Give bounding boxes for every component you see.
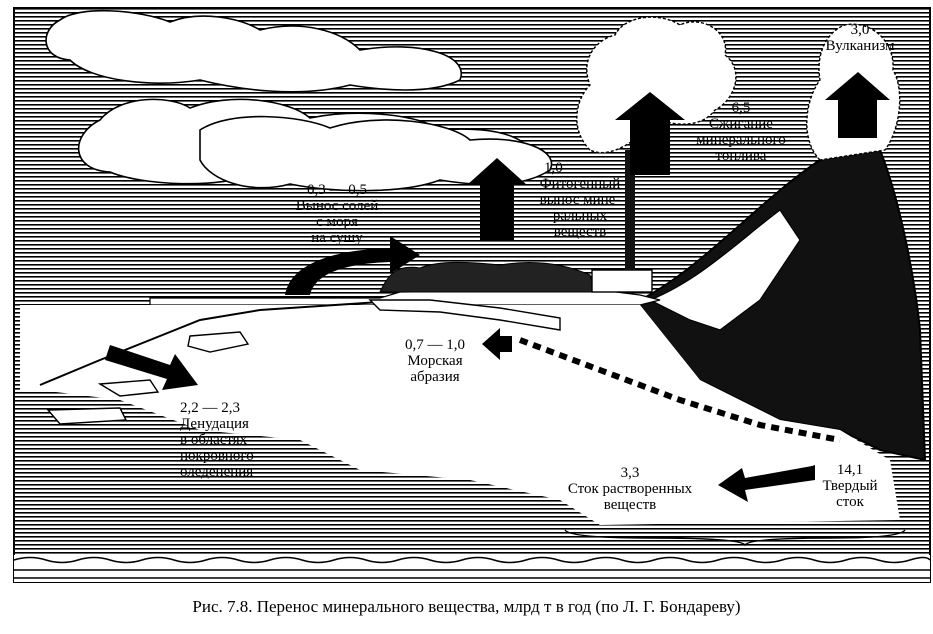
label-solid-value: 14,1 [836,462,864,478]
wave-1 [13,556,931,564]
label-volcanism-value: 3,0 [850,22,870,38]
abrasion-coast [518,337,841,443]
label-dissolved-text: Сток растворенных веществ [567,481,693,513]
label-phytogenic-text: Фитогенный вынос мине- ральных веществ [539,176,621,240]
label-solid: 14,1 Твердый сток [810,462,890,510]
chimney [625,150,635,270]
label-salts: 0,3 — 0,5 Вынос солей с моря на сушу [282,182,392,246]
label-fuel-text: Сжигание минерального топлива [696,116,786,164]
label-dissolved-value: 3,3 [620,465,640,481]
label-solid-text: Твердый сток [822,478,878,510]
label-salts-value: 0,3 — 0,5 [307,182,367,198]
arrow-volcanism [825,72,890,138]
label-denudation-text: Денудация в областях покровного оледенен… [180,416,254,480]
label-salts-text: Вынос солей с моря на сушу [295,198,379,246]
arrow-denudation [105,345,198,390]
label-abrasion-value: 0,7 — 1,0 [405,337,465,353]
forest [379,261,596,293]
label-dissolved: 3,3 Сток растворенных веществ [540,465,720,513]
label-phytogenic: 1,0 Фитогенный вынос мине- ральных вещес… [530,160,630,240]
label-phytogenic-value: 1,0 [544,160,563,176]
arrow-salts [285,236,420,295]
label-volcanism: 3,0 Вулканизм [815,22,905,54]
volcano-light [648,209,801,331]
figure-caption: Рис. 7.8. Перенос минерального вещества,… [192,597,741,616]
shore-band [368,299,561,331]
label-denudation: 2,2 — 2,3 Денудация в областях покровног… [180,400,300,480]
arrows [105,72,890,502]
label-abrasion-text: Морская абразия [407,353,463,385]
label-abrasion: 0,7 — 1,0 Морская абразия [390,337,480,385]
coast-line [39,301,381,386]
label-fuel: 6,5 Сжигание минерального топлива [676,100,806,164]
arrow-fuel [615,92,685,175]
label-volcanism-text: Вулканизм [825,38,895,54]
sea-clear [20,305,900,525]
label-fuel-value: 6,5 [731,100,751,116]
clouds [45,9,553,192]
factory [591,269,653,293]
volcano [639,148,927,462]
arrow-phytogenic [467,158,527,240]
brace [564,529,906,547]
label-denudation-value: 2,2 — 2,3 [180,400,240,416]
ice-floes [46,331,250,425]
arrow-solid [718,465,815,502]
arrow-abrasion [482,328,512,360]
